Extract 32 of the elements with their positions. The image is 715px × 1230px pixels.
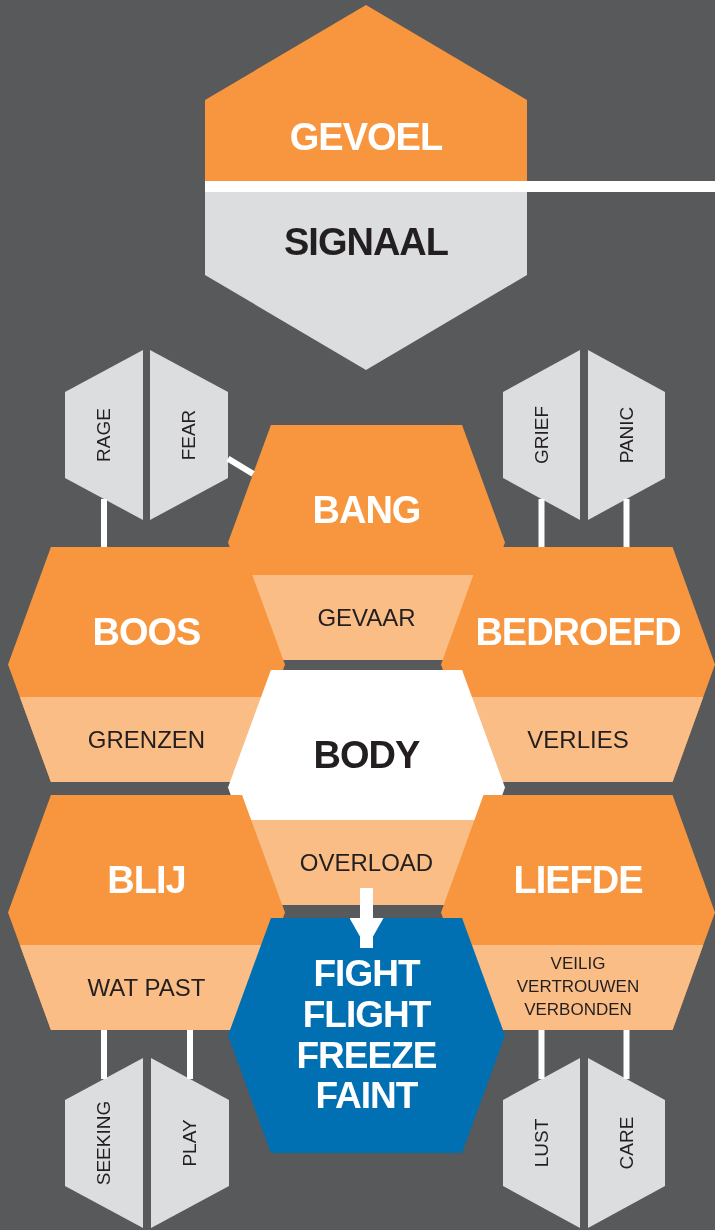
hexagon-subtitle: VERLIES bbox=[527, 725, 629, 754]
hexagon-title: BOOS bbox=[92, 610, 201, 654]
connector-line bbox=[623, 1030, 630, 1079]
hexagon-subtitle: OVERLOAD bbox=[299, 848, 434, 877]
vertical-label: GRIEF bbox=[530, 405, 553, 465]
hexagon-title: LIEFDE bbox=[513, 858, 643, 902]
hexagon-subtitle: SIGNAAL bbox=[284, 220, 448, 264]
hexagon-subtitle: GEVAAR bbox=[317, 603, 416, 632]
connector-line bbox=[623, 499, 630, 547]
vertical-label: LUST bbox=[530, 1118, 553, 1168]
connector-line bbox=[101, 1030, 107, 1079]
connector-line bbox=[538, 1030, 545, 1079]
hexagon-title: BLIJ bbox=[107, 858, 186, 902]
hexagon-title: BEDROEFD bbox=[475, 610, 681, 654]
hexagon-title: BANG bbox=[312, 488, 421, 532]
hexagon-title: GEVOEL bbox=[289, 116, 443, 159]
hexagon-title: FIGHT FLIGHT FREEZE FAINT bbox=[296, 954, 437, 1117]
connector-line bbox=[101, 499, 107, 547]
hexagon-subtitle: WAT PAST bbox=[87, 973, 206, 1002]
vertical-label: SEEKING bbox=[93, 1100, 115, 1186]
hexagon-subtitle: GRENZEN bbox=[87, 725, 206, 754]
vertical-label: CARE bbox=[615, 1116, 638, 1170]
connector-line bbox=[538, 499, 545, 547]
vertical-label: RAGE bbox=[93, 408, 115, 462]
hexagon-title: BODY bbox=[313, 733, 420, 777]
vertical-label: PLAY bbox=[179, 1119, 201, 1167]
vertical-label: PANIC bbox=[615, 406, 638, 464]
arrow bbox=[349, 888, 384, 948]
vertical-label: FEAR bbox=[178, 409, 200, 461]
connector-line bbox=[226, 456, 255, 477]
connector-line bbox=[187, 1030, 193, 1079]
hexagon-subtitle: VEILIG VERTROUWEN VERBONDEN bbox=[516, 953, 640, 1021]
